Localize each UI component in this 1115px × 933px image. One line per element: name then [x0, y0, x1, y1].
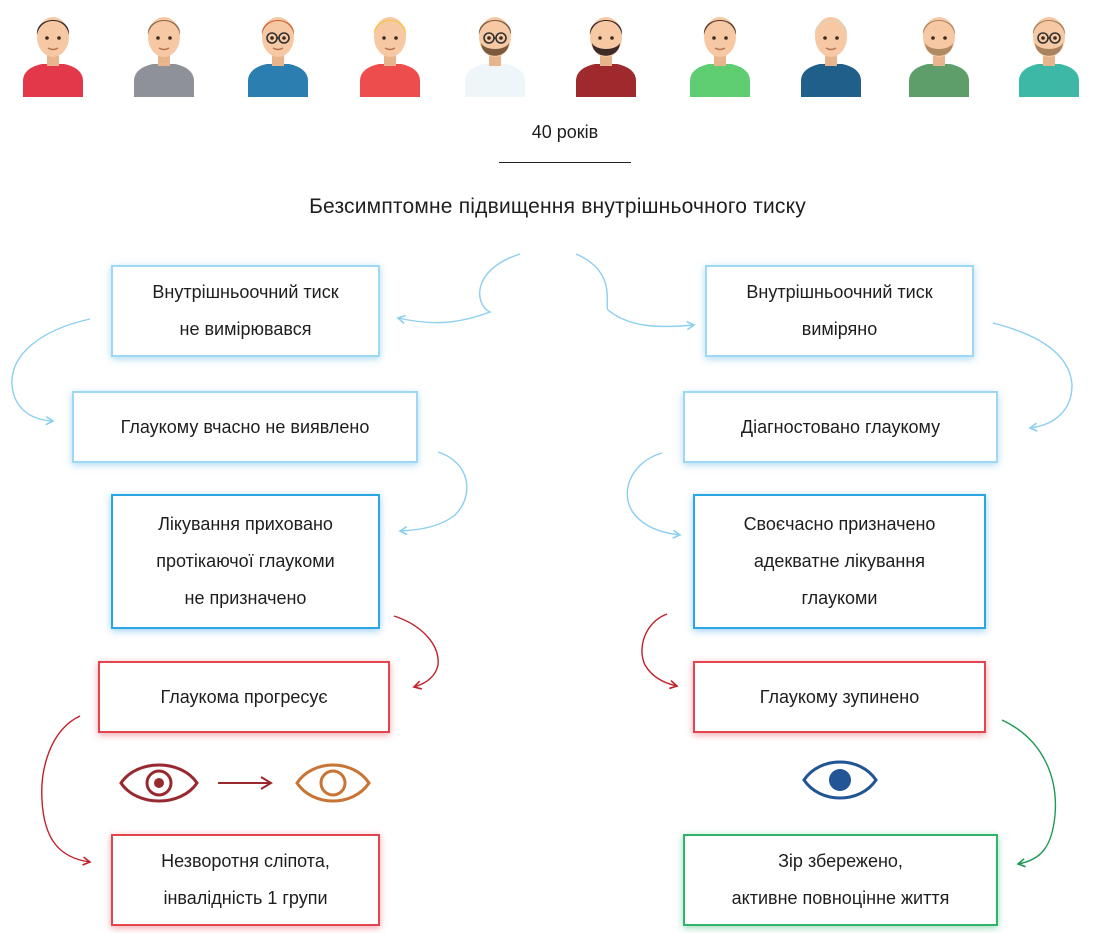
arrow-top-left: [396, 253, 521, 324]
arrow-left-3-4: [393, 615, 439, 690]
arrow-right-2-3: [626, 452, 682, 539]
age-label: 40 років: [531, 122, 599, 142]
person-avatar: [909, 17, 969, 97]
left-step-pressure-not-measured: Внутрішньоочний тиск не вимірювався: [111, 265, 380, 357]
divider: [499, 162, 631, 163]
person-avatar: [23, 17, 83, 97]
person-avatar: [1019, 17, 1079, 97]
left-step-glaucoma-progresses: Глаукома прогресує: [98, 661, 390, 733]
person-avatar: [576, 17, 636, 97]
avatars-row: [0, 0, 1115, 100]
right-step-pressure-measured: Внутрішньоочний тиск виміряно: [705, 265, 974, 357]
right-outcome-vision-saved: Зір збережено, активне повноцінне життя: [683, 834, 998, 926]
arrow-left-4-5: [41, 715, 92, 866]
arrow-top-right: [575, 253, 696, 331]
left-step-treatment-not-prescribed: Лікування приховано протікаючої глаукоми…: [111, 494, 380, 629]
arrow-right-3-4: [641, 613, 679, 690]
arrow-right-4-5: [1001, 719, 1057, 868]
person-avatar: [465, 17, 525, 97]
arrow-left-2-3: [398, 451, 468, 536]
person-avatar: [248, 17, 308, 97]
diagram-title: Безсимптомне підвищення внутрішньочного …: [309, 195, 806, 218]
person-avatar: [134, 17, 194, 97]
left-step-glaucoma-not-detected: Глаукому вчасно не виявлено: [72, 391, 418, 463]
right-step-treatment-prescribed: Своєчасно призначено адекватне лікування…: [693, 494, 986, 629]
person-avatar: [801, 17, 861, 97]
right-step-glaucoma-diagnosed: Діагностовано глаукому: [683, 391, 998, 463]
person-avatar: [360, 17, 420, 97]
left-outcome-blindness: Незворотня сліпота, інвалідність 1 групи: [111, 834, 380, 926]
person-avatar: [690, 17, 750, 97]
arrow-right-1-2: [992, 322, 1073, 432]
right-step-glaucoma-stopped: Глаукому зупинено: [693, 661, 986, 733]
arrow-left-1-2: [11, 318, 91, 426]
